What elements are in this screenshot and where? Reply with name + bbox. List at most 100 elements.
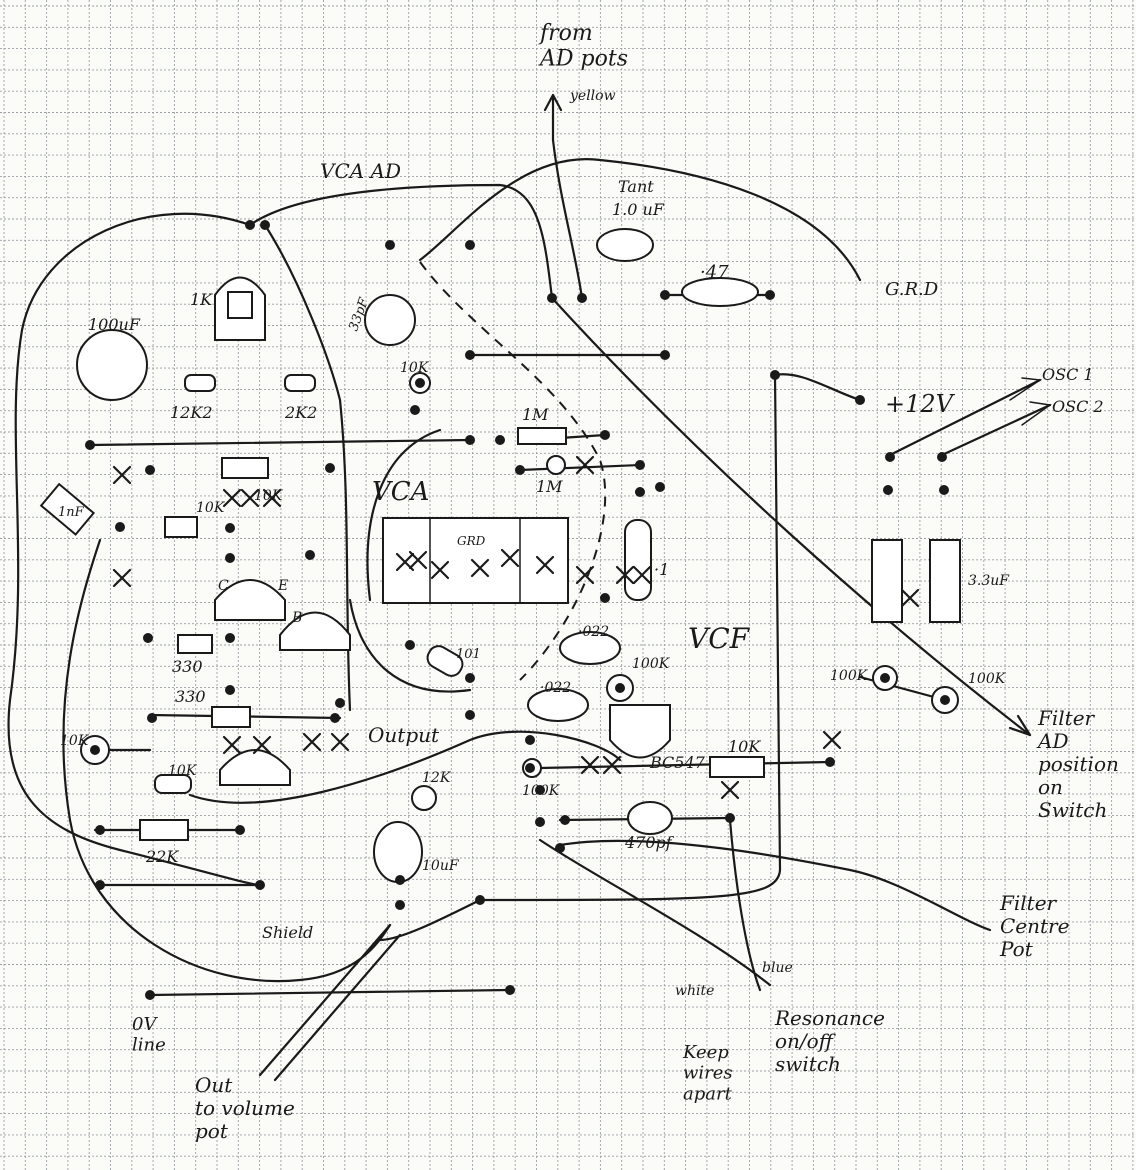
note-100k-b: 100K (830, 668, 869, 684)
solder-pad (385, 240, 395, 250)
solder-pad (880, 673, 890, 683)
transistor-bc547 (609, 704, 671, 759)
capacitor-3-3uf-b (929, 539, 961, 623)
solder-pad (410, 405, 420, 415)
note-330-b: 330 (175, 687, 206, 706)
solder-pad (465, 240, 475, 250)
solder-pad (245, 220, 255, 230)
note-tant: Tant (618, 177, 654, 196)
transistor-middle (279, 611, 351, 651)
solder-pad (577, 293, 587, 303)
note-100k-c: 100K (968, 671, 1007, 687)
solder-pad (660, 350, 670, 360)
wire-plus12v (773, 373, 862, 402)
wire-outer-loop (7, 212, 262, 887)
pin-b: B (291, 610, 302, 626)
note-12k-b: 12K (422, 770, 452, 786)
capacitor-047 (681, 277, 759, 307)
cut-mark (222, 735, 242, 755)
solder-pad (495, 435, 505, 445)
solder-pad (940, 695, 950, 705)
solder-pad (465, 435, 475, 445)
resistor-10k-left (164, 516, 198, 538)
trimpot-12k (411, 785, 437, 811)
solder-pad (535, 785, 545, 795)
note-vcf: VCF (688, 622, 751, 655)
note-10k-e: 10K (168, 763, 198, 779)
solder-pad (885, 452, 895, 462)
solder-pad (525, 735, 535, 745)
note-white: white (675, 983, 714, 999)
note-330-a: 330 (172, 657, 203, 676)
pin-e: E (277, 578, 288, 594)
cut-mark (720, 780, 740, 800)
wire-dashed (419, 261, 607, 681)
solder-pad (465, 673, 475, 683)
solder-pad (505, 985, 515, 995)
solder-pad (95, 825, 105, 835)
solder-pad (225, 553, 235, 563)
cut-mark (535, 555, 555, 575)
note-047: ·47 (700, 262, 729, 283)
resistor-22k (139, 819, 189, 841)
transistor-left (214, 579, 286, 621)
solder-pad (147, 713, 157, 723)
cut-mark (240, 488, 260, 508)
solder-pad (883, 485, 893, 495)
solder-pad (825, 757, 835, 767)
wire-osc1 (888, 378, 1042, 457)
solder-pad (260, 220, 270, 230)
solder-pad (143, 633, 153, 643)
wire-top-arc (418, 158, 862, 282)
wire-ad-pots (543, 93, 563, 142)
tant-capacitor (596, 228, 654, 262)
note-3-3uf: 3.3uF (968, 573, 1010, 589)
wire-inner-loop (62, 538, 392, 983)
solder-pad (225, 523, 235, 533)
note-22k: 22K (145, 847, 179, 866)
capacitor-470pf (627, 801, 673, 835)
solder-pad (635, 460, 645, 470)
note-10k-b: 10K (254, 488, 284, 504)
solder-pad (225, 685, 235, 695)
capacitor-022-a (559, 631, 621, 665)
cut-mark (575, 565, 595, 585)
note-grd-chip: GRD (457, 534, 486, 548)
note-shield: Shield (262, 923, 313, 942)
solder-pad (655, 482, 665, 492)
note-plus12v: +12V (885, 390, 956, 418)
capacitor-100uf (76, 329, 148, 401)
cut-mark (112, 465, 132, 485)
resistor-1m (517, 427, 567, 445)
wire-filter-centre (558, 839, 992, 932)
note-1k: 1K (190, 290, 213, 309)
pin-c: C (218, 578, 229, 594)
solder-pad (235, 825, 245, 835)
note-vca-ad: VCA AD (320, 159, 401, 183)
solder-pad (725, 813, 735, 823)
cut-mark (900, 588, 920, 608)
cut-mark (470, 558, 490, 578)
vca-chip (382, 517, 569, 604)
note-10k-c: 10K (728, 737, 761, 756)
note-bc547: BC547 (649, 753, 706, 772)
note-grd: G.R.D (885, 279, 939, 300)
note-yellow: yellow (569, 88, 616, 104)
resistor-top-left (221, 457, 269, 479)
solder-pads (85, 220, 950, 1000)
resistor-330-b (211, 706, 251, 728)
note-1nf: 1nF (58, 505, 85, 520)
note-33pf: 33pF (346, 295, 372, 333)
solder-pad (855, 395, 865, 405)
note-1m-b: 1M (536, 477, 563, 496)
solder-pad (305, 550, 315, 560)
solder-pad (475, 895, 485, 905)
solder-pad (615, 683, 625, 693)
solder-pad (395, 900, 405, 910)
